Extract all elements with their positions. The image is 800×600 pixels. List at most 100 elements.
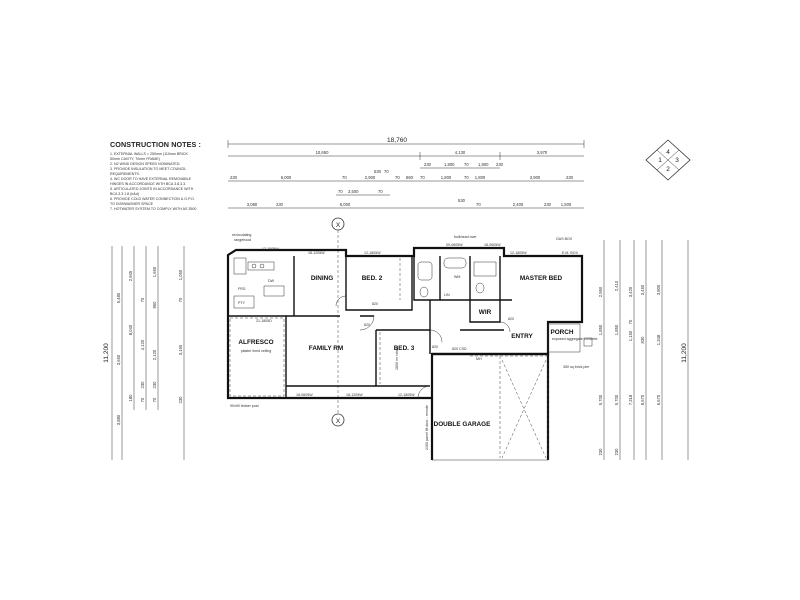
- compass-cell: 1: [658, 157, 662, 164]
- svg-text:70: 70: [178, 297, 183, 302]
- pier-label: 350 sq brick pier: [563, 365, 590, 369]
- room-bed2: BED. 2: [362, 275, 383, 282]
- svg-text:2,950: 2,950: [598, 286, 603, 297]
- room-bed3: BED. 3: [394, 345, 415, 352]
- dim-label: 1,800: [478, 162, 489, 167]
- room-labels: DINING BED. 2 MASTER BED FAMILY RM BED. …: [238, 275, 573, 428]
- svg-text:3,420: 3,420: [628, 286, 633, 297]
- dim-label: 230: [496, 162, 504, 167]
- robe-label: 1800 mr robes: [395, 347, 399, 370]
- dim-label: 70: [342, 175, 347, 180]
- compass-cell: 3: [675, 157, 679, 164]
- room-master-bed: MASTER BED: [520, 275, 563, 282]
- dim-label: 3,900: [530, 175, 541, 180]
- dim-label: 70: [338, 189, 343, 194]
- svg-text:180: 180: [128, 394, 133, 402]
- dim-label: 70: [464, 162, 469, 167]
- svg-text:70: 70: [140, 397, 145, 402]
- svg-text:230: 230: [598, 448, 603, 456]
- notes-title: CONSTRUCTION NOTES :: [110, 140, 202, 149]
- dim-label: 530: [458, 198, 466, 203]
- dim-label: 1,800: [475, 175, 486, 180]
- pantry-label: PTY: [238, 301, 246, 305]
- overall-height-label: 11,200: [103, 343, 110, 363]
- door-label: 21-1805D: [256, 319, 272, 323]
- garage-door-label: 2160 panel lift door - remote: [425, 405, 429, 450]
- overall-width-label: 18,760: [387, 137, 407, 144]
- top-dimensions: 18,760 10,660 4,130 3,970 230 1,800 70 1…: [227, 137, 585, 209]
- svg-text:3,880: 3,880: [116, 414, 121, 425]
- dim-label: 70: [384, 169, 389, 174]
- dim-label: 2,400: [513, 202, 524, 207]
- svg-text:2,120: 2,120: [152, 349, 157, 360]
- svg-text:11,200: 11,200: [681, 343, 688, 363]
- door-label: 820: [364, 323, 370, 327]
- alfresco-ceiling-label: plaster lined ceiling: [241, 349, 272, 353]
- rangehood-label: rangehood: [234, 238, 251, 242]
- dim-label: 230: [424, 162, 432, 167]
- note-item: 2. N2 WIND DESIGN SPEED NOMINATED.: [110, 162, 181, 166]
- section-marker-bottom: X: [331, 413, 345, 427]
- dim-label: 3,970: [537, 150, 548, 155]
- room-family: FAMILY RM: [309, 345, 343, 352]
- gas-box-label: GAS BOX: [556, 237, 573, 241]
- window-label: 18-1205W: [346, 393, 363, 397]
- right-dimensions: 2,950 1,850 5,700 230 2,410 1,850 5,700 …: [598, 240, 689, 460]
- svg-text:230: 230: [614, 448, 619, 456]
- window-label: 12-1805W: [364, 251, 381, 255]
- svg-text:1,348: 1,348: [656, 334, 661, 345]
- svg-text:4,120: 4,120: [140, 339, 145, 350]
- svg-text:8,670: 8,670: [640, 394, 645, 405]
- door-label: 820: [432, 345, 438, 349]
- room-alfresco: ALFRESCO: [238, 339, 273, 346]
- dim-label: 6,000: [281, 175, 292, 180]
- section-marker-top: X: [331, 217, 345, 231]
- notes-list: 1. EXTERNAL WALLS = 250mm (110mm BRICK 5…: [110, 152, 228, 212]
- porch-detail-label: exposed aggregate concrete: [552, 337, 598, 341]
- window-label: 18-0605W: [296, 393, 313, 397]
- svg-text:7,318: 7,318: [628, 394, 633, 405]
- dim-label: 8,000: [340, 202, 351, 207]
- orientation-marker: 4 1 3 2: [645, 139, 691, 181]
- note-item: 4. WC DOOR TO HAVE EXTERNAL REMOVABLE: [110, 177, 192, 181]
- dim-label: 230: [566, 175, 574, 180]
- svg-text:230: 230: [178, 396, 183, 404]
- svg-text:3,800: 3,800: [656, 284, 661, 295]
- dim-label: 3,080: [247, 202, 258, 207]
- svg-text:1,850: 1,850: [598, 324, 603, 335]
- rangehood-label: recirculating: [232, 233, 251, 237]
- note-item: 1. EXTERNAL WALLS = 250mm (110mm BRICK: [110, 152, 188, 156]
- svg-text:2,410: 2,410: [614, 280, 619, 291]
- dim-label: 530: [374, 169, 382, 174]
- dim-label: 3,500: [348, 189, 359, 194]
- dim-label: 10,660: [316, 150, 329, 155]
- door-label: 820: [372, 302, 378, 306]
- window-label: 12-1805W: [398, 393, 415, 397]
- compass-cell: 2: [666, 166, 670, 173]
- dw-label: DW: [268, 279, 275, 283]
- note-item: BCA 3.3.1.8 (b&d): [110, 192, 139, 196]
- dim-label: 1,800: [444, 162, 455, 167]
- svg-text:5,700: 5,700: [614, 394, 619, 405]
- door-label: 820: [508, 317, 514, 321]
- dim-label: 70: [476, 202, 481, 207]
- note-item: REQUIREMENTS.: [110, 172, 140, 176]
- dim-label: 70: [464, 175, 469, 180]
- dim-label: 230: [230, 175, 238, 180]
- window-label: 12-1505W: [262, 247, 279, 251]
- fridge-label: FRG: [238, 287, 246, 291]
- window-label: 18-0605W: [484, 243, 501, 247]
- svg-text:8,040: 8,040: [128, 324, 133, 335]
- mh-label: MH: [476, 357, 482, 361]
- room-entry: ENTRY: [511, 333, 533, 340]
- window-label: 09-0605W: [446, 243, 463, 247]
- svg-text:6,670: 6,670: [656, 394, 661, 405]
- window-label: 12-1805W: [510, 251, 527, 255]
- svg-text:230: 230: [140, 381, 145, 389]
- note-item: HINGES IN ACCORDANCE WITH BCA 3.8.3.3.: [110, 182, 187, 186]
- svg-text:1,650: 1,650: [152, 266, 157, 277]
- room-wir: WIR: [479, 309, 492, 316]
- compass-cell: 4: [666, 149, 670, 156]
- wm-label: WM: [454, 275, 460, 279]
